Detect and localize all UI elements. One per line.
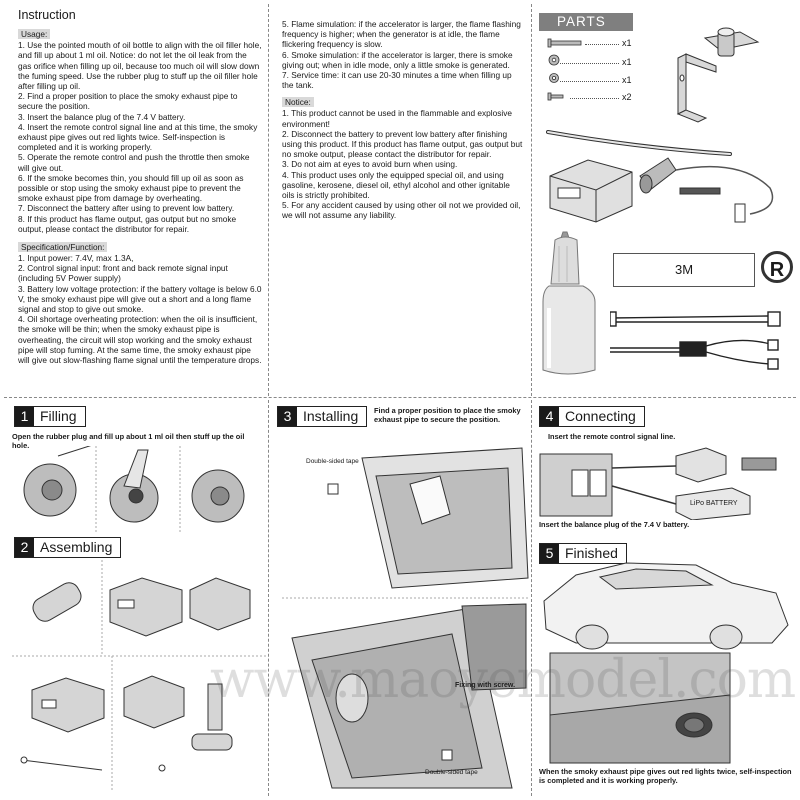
step-number: 5 xyxy=(540,544,559,563)
connect-signal-caption: Insert the remote control signal line. xyxy=(548,432,676,441)
usage-item: 6. If the smoke becomes thin, you should… xyxy=(18,172,244,204)
part-qty: x1 xyxy=(622,38,632,48)
connecting-illustration xyxy=(539,447,777,520)
step-label: Assembling xyxy=(40,539,113,555)
spec-tag: Specification/Function: xyxy=(18,242,108,253)
step-label: Connecting xyxy=(565,408,636,424)
leader-line xyxy=(570,98,619,99)
connect-battery-caption: Insert the balance plug of the 7.4 V bat… xyxy=(539,520,690,529)
instruction-section: Instruction Usage: 1. Use the pointed mo… xyxy=(18,8,262,366)
spec-item: 2. Control signal input: front and back … xyxy=(18,263,228,284)
usage-item: 5. Operate the remote control and push t… xyxy=(18,152,250,173)
function-item: 7. Service time: it can use 20-30 minute… xyxy=(282,70,512,91)
step-connecting-header: 4 Connecting xyxy=(539,406,645,427)
spec-item: 1. Input power: 7.4V, max 1.3A, xyxy=(18,253,134,264)
notice-item: 4. This product uses only the equipped s… xyxy=(282,169,510,201)
cables-illustration xyxy=(610,311,781,370)
parts-title: PARTS xyxy=(539,13,633,31)
leader-line xyxy=(560,63,619,64)
instruction-title: Instruction xyxy=(18,8,76,22)
usage-item: 2. Find a proper position to place the s… xyxy=(18,91,238,112)
installing-illustration xyxy=(282,447,530,789)
filling-caption: Open the rubber plug and fill up about 1… xyxy=(12,432,245,450)
part-qty: x1 xyxy=(622,75,632,85)
step-number: 1 xyxy=(15,407,34,426)
leader-line xyxy=(585,44,619,45)
oil-bottle-illustration xyxy=(542,231,596,375)
screw-label: Fixing with screw. xyxy=(455,682,516,689)
function-item: 5. Flame simulation: if the accelerator … xyxy=(282,19,521,50)
notice-item: 1. This product cannot be used in the fl… xyxy=(282,108,512,129)
step-number: 4 xyxy=(540,407,559,426)
divider xyxy=(4,397,796,398)
registered-mark: R xyxy=(761,251,793,283)
step-number: 3 xyxy=(278,407,297,426)
battery-label: LiPo BATTERY xyxy=(690,500,738,507)
tape-3m-part: 3M xyxy=(613,253,755,287)
step-number: 2 xyxy=(15,538,34,557)
functions-section: 5. Flame simulation: if the accelerator … xyxy=(282,19,524,221)
assembling-illustration xyxy=(12,560,266,790)
divider xyxy=(268,400,269,796)
divider xyxy=(531,400,532,796)
filling-illustration xyxy=(23,446,245,532)
usage-item: 1. Use the pointed mouth of oil bottle t… xyxy=(18,40,262,92)
finished-caption: When the smoky exhaust pipe gives out re… xyxy=(539,767,792,785)
step-label: Installing xyxy=(303,408,359,424)
divider xyxy=(268,4,269,396)
usage-item: 4. Insert the remote control signal line… xyxy=(18,121,258,153)
usage-item: 7. Disconnect the battery after using to… xyxy=(18,203,235,214)
step-finished-header: 5 Finished xyxy=(539,543,627,564)
spec-item: 4. Oil shortage overheating protection: … xyxy=(18,314,262,366)
notice-item: 5. For any accident caused by using othe… xyxy=(282,200,521,221)
step-label: Filling xyxy=(40,408,77,424)
car-illustration xyxy=(543,562,789,764)
usage-item: 8. If this product has flame output, gas… xyxy=(18,213,237,234)
leader-line xyxy=(560,81,619,82)
step-filling-header: 1 Filling xyxy=(14,406,86,427)
part-qty: x1 xyxy=(622,57,632,67)
notice-tag: Notice: xyxy=(282,97,314,108)
tube-illustration xyxy=(546,130,732,156)
smoke-unit-illustration xyxy=(549,157,774,223)
usage-item: 3. Insert the balance plug of the 7.4 V … xyxy=(18,111,186,122)
function-item: 6. Smoke simulation: if the accelerator … xyxy=(282,49,513,70)
step-installing-header: 3 Installing xyxy=(277,406,368,427)
part-qty: x2 xyxy=(622,92,632,102)
tape-label: Double-sided tape xyxy=(306,458,359,465)
screws-illustration xyxy=(547,38,582,101)
notice-item: 2. Disconnect the battery to prevent low… xyxy=(282,128,523,160)
usage-tag: Usage: xyxy=(18,29,51,40)
step-label: Finished xyxy=(565,545,618,561)
notice-item: 3. Do not aim at eyes to avoid burn when… xyxy=(282,159,458,170)
installing-caption: Find a proper position to place the smok… xyxy=(374,406,521,424)
step-assembling-header: 2 Assembling xyxy=(14,537,122,558)
mount-bracket-illustration xyxy=(676,27,760,123)
divider xyxy=(531,4,532,396)
spec-item: 3. Battery low voltage protection: if th… xyxy=(18,283,262,315)
tape-label: Double-sided tape xyxy=(425,769,478,776)
